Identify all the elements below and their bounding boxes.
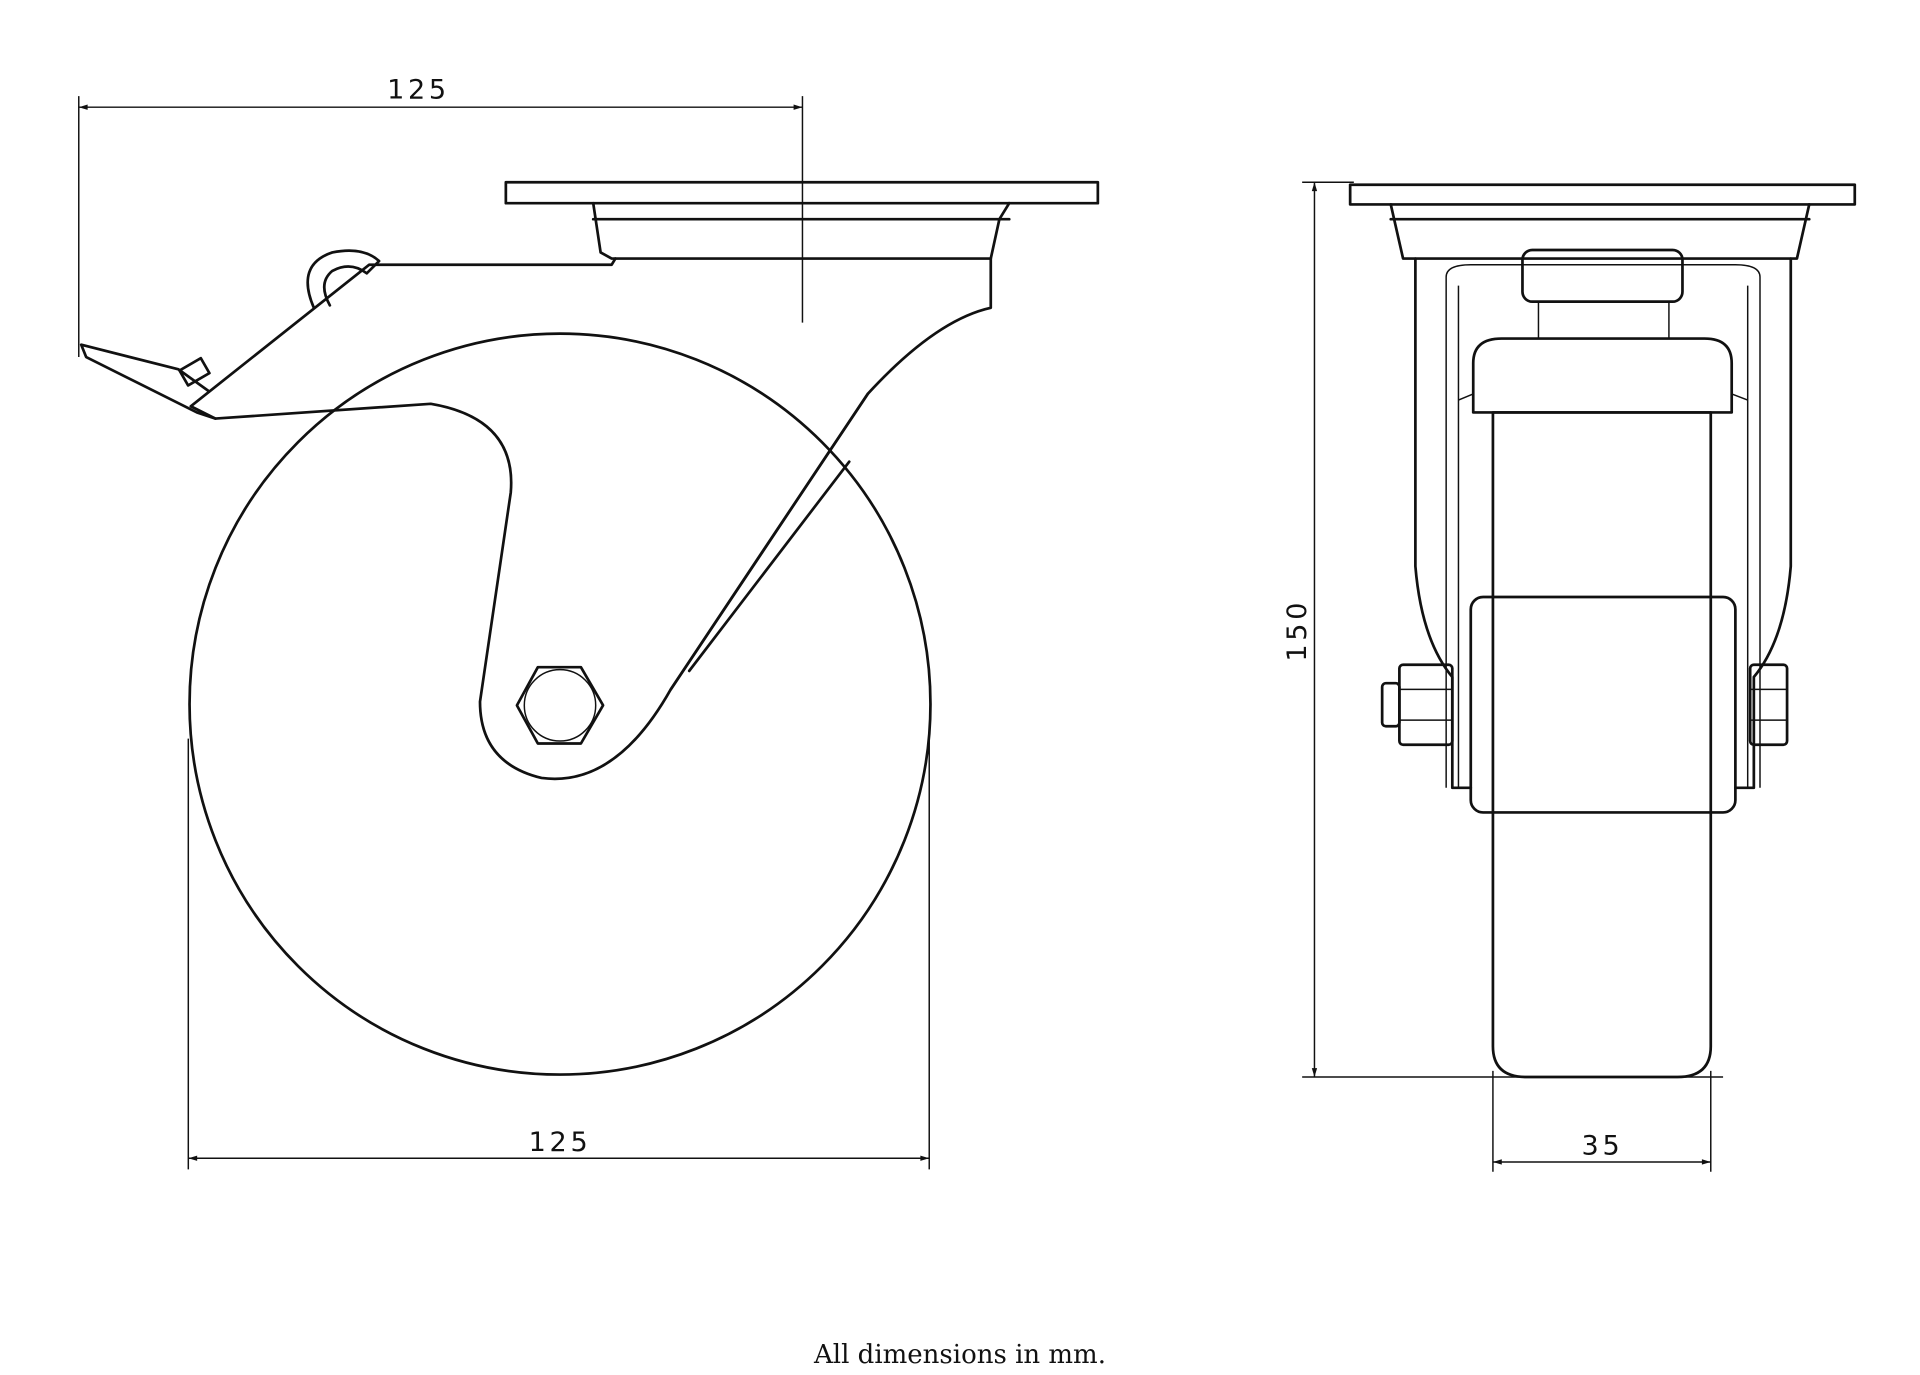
brake-block [1521, 248, 1684, 304]
axle-nut [515, 665, 605, 745]
fork-body [189, 257, 993, 781]
swivel-housing [591, 201, 1011, 260]
brake-pad [1471, 337, 1734, 414]
dim-wheel-width: 35 [1582, 1131, 1624, 1162]
dim-top-width: 125 [387, 75, 450, 106]
units-caption: All dimensions in mm. [814, 1340, 1106, 1370]
dim-wheel-diameter: 125 [529, 1127, 592, 1158]
front-view [1348, 183, 1857, 1079]
brake-lever [79, 343, 217, 420]
right-nut [1748, 663, 1789, 747]
wheel-front [1491, 411, 1713, 1079]
top-plate-front [1348, 183, 1857, 206]
wheel-hub [1469, 595, 1737, 814]
left-nut [1398, 663, 1454, 747]
side-view [79, 180, 1100, 1076]
dimension-lines [78, 96, 1724, 1172]
brake-ring [306, 249, 381, 310]
wheel [188, 332, 932, 1076]
dim-overall-height: 150 [1282, 599, 1313, 662]
